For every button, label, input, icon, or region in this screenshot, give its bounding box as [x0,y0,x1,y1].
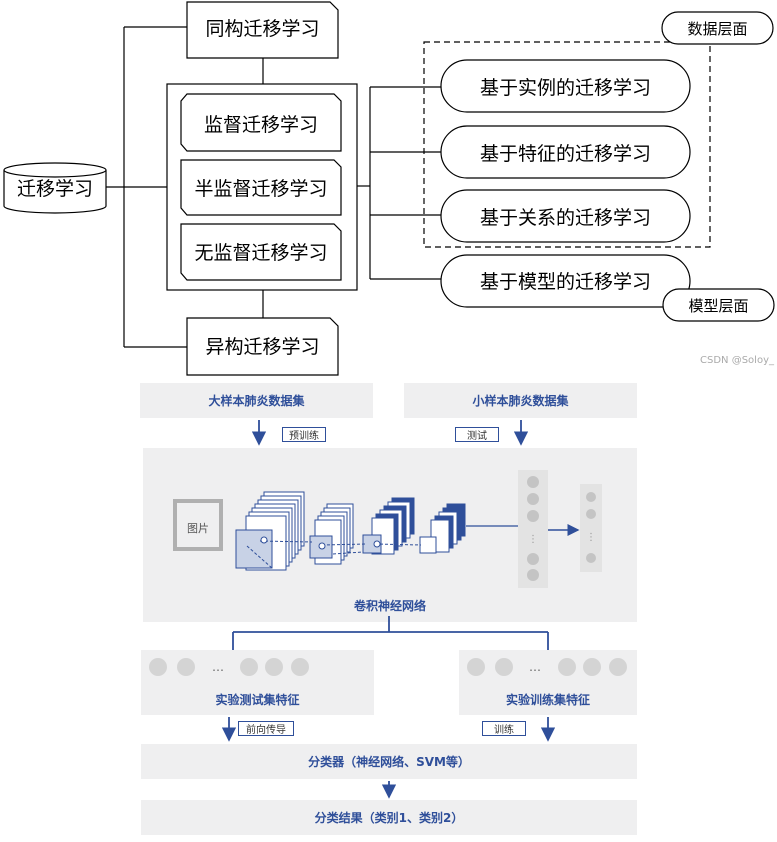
pipeline-graphics: ⋮ ⋮ [149,420,627,799]
homogeneous-box [186,1,339,59]
large-dataset-panel [140,383,373,418]
instance-label: 基于实例的迁移学习 [479,76,651,99]
fc-column-1 [518,470,548,588]
cnn-layer-stack-1 [235,491,305,571]
pretrain-tag: 预训练 [282,427,326,442]
train-tag: 训练 [482,721,526,736]
test-features-label: 实验测试集特征 [215,692,300,707]
train-features-label: 实验训练集特征 [505,692,590,707]
forward-tag: 前向传导 [238,721,294,736]
train-feature-ellipsis: … [529,660,541,674]
classifier-panel [141,744,637,779]
connector-lines [106,26,441,348]
data-level-region [423,41,711,248]
test-tag: 测试 [455,427,499,442]
test-feature-dots [149,658,309,676]
model-level-label: 模型层面 [688,296,749,315]
cnn-layer-stack-3 [362,497,415,555]
heterogeneous-box [186,317,339,376]
root-label: 迁移学习 [16,177,93,200]
image-label: 图片 [187,522,209,535]
model-label: 基于模型的迁移学习 [479,270,651,293]
data-level-tag [661,11,774,45]
transfer-learning-diagram [3,1,775,376]
test-feature-ellipsis: … [212,660,224,674]
instance-pill [440,59,691,113]
data-level-label: 数据层面 [687,19,748,38]
result-label: 分类结果（类别1、类别2） [314,811,464,825]
model-pill [440,254,691,308]
fc-column-1-nodes [527,476,539,581]
image-frame [173,499,223,551]
fc-column-2 [580,484,602,572]
cnn-layer-stack-2 [309,503,354,565]
cnn-layer-stack-4 [419,503,466,554]
result-panel [141,800,637,835]
classifier-label: 分类器（神经网络、SVM等） [308,755,470,769]
cnn-label: 卷积神经网络 [353,598,426,613]
small-dataset-label: 小样本肺炎数据集 [472,394,569,408]
unsupervised-box [180,223,342,281]
train-feature-panel [459,650,637,715]
relation-label: 基于关系的迁移学习 [479,206,651,229]
feature-pill [440,125,691,179]
semi-supervised-box [180,159,342,216]
model-level-tag [662,288,775,322]
unsupervised-label: 无监督迁移学习 [194,241,328,264]
semi-supervised-label: 半监督迁移学习 [194,177,328,200]
fc-column-2-nodes [586,492,596,563]
relation-pill [440,189,691,243]
root-cylinder [3,162,107,214]
homogeneous-label: 同构迁移学习 [205,17,320,40]
heterogeneous-label: 异构迁移学习 [205,335,320,358]
supervised-label: 监督迁移学习 [203,113,318,136]
feature-label: 基于特征的迁移学习 [479,142,651,165]
small-dataset-panel [404,383,637,418]
svg-text:⋮: ⋮ [586,532,596,543]
svg-text:⋮: ⋮ [528,534,538,545]
supervised-box [180,93,342,152]
large-dataset-label: 大样本肺炎数据集 [208,394,305,408]
watermark: CSDN @Soloy_ [700,354,774,366]
train-feature-dots [467,658,627,676]
